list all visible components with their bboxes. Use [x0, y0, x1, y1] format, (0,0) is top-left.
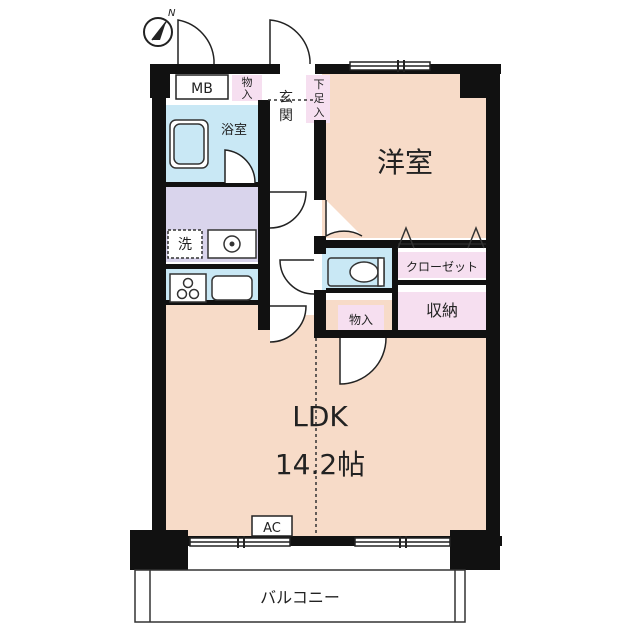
- storage-top-label-1: 物: [242, 75, 253, 89]
- kitchen-sink: [211, 275, 253, 301]
- storage-small-floor: [338, 305, 384, 333]
- closet-label: クローゼット: [406, 260, 478, 274]
- washer-area: [167, 229, 203, 259]
- mb-label: MB: [191, 81, 213, 97]
- shoe-storage-label-3: 入: [314, 106, 325, 119]
- storage-floor: [397, 292, 487, 330]
- interior-doors: [224, 149, 387, 385]
- mb-box: [175, 74, 229, 100]
- storage-top-label-2: 入: [242, 88, 253, 101]
- windows: [189, 60, 451, 548]
- closet-doors: [397, 225, 486, 249]
- balcony: [134, 569, 466, 623]
- ldk-floor: [165, 300, 487, 538]
- bath-label: 浴室: [221, 122, 247, 138]
- ac-box: [251, 515, 293, 537]
- ldk-name-label: LDK: [292, 400, 348, 433]
- fixtures: [167, 119, 385, 303]
- shoe-storage-label-1: 下: [314, 78, 325, 91]
- storage-label: 収納: [426, 301, 458, 320]
- balcony-label: バルコニー: [260, 588, 340, 607]
- compass: [143, 17, 173, 47]
- ldk-size-label: 14.2帖: [275, 448, 365, 481]
- shoe-storage-label-2: 足: [314, 92, 325, 105]
- storage-small-label: 物入: [349, 313, 373, 327]
- entrance-label-1: 玄: [279, 89, 293, 106]
- ac-label: AC: [263, 521, 281, 536]
- washer-label: 洗: [178, 237, 192, 253]
- western-room-floor: [322, 72, 487, 238]
- dotted-dividers: [268, 99, 317, 536]
- western-room-label: 洋室: [377, 146, 433, 179]
- compass-north-label: N: [168, 8, 176, 19]
- entrance-label-2: 関: [279, 108, 293, 124]
- storage-top-floor: [232, 75, 262, 101]
- shoe-storage-floor: [306, 75, 330, 123]
- entrance-doors: [177, 19, 311, 64]
- closet-floor: [397, 252, 487, 278]
